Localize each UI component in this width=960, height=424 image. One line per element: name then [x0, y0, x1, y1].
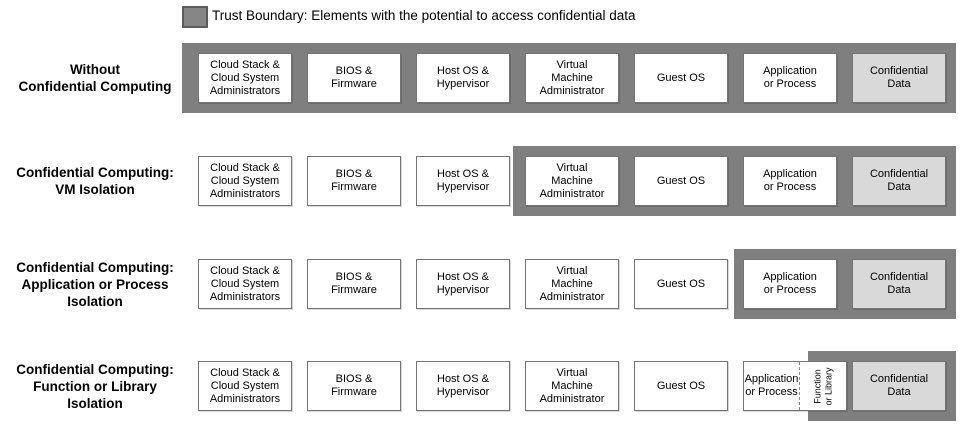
trust-boundary-swatch-icon: [182, 6, 208, 28]
row2-label: Confidential Computing: VM Isolation: [16, 165, 174, 197]
box-app-process-with-function-library: Application or Process Function or Libra…: [743, 361, 847, 411]
box-cloud-admins: Cloud Stack & Cloud System Administrator…: [198, 156, 292, 206]
box-cloud-admins: Cloud Stack & Cloud System Administrator…: [198, 361, 292, 411]
box-app-process: Application or Process: [744, 373, 799, 398]
box-vm-admin: Virtual Machine Administrator: [525, 361, 619, 411]
row4-label: Confidential Computing: Function or Libr…: [16, 361, 174, 411]
box-cloud-admins: Cloud Stack & Cloud System Administrator…: [198, 259, 292, 309]
box-confidential-data: Confidential Data: [852, 53, 946, 103]
box-bios-firmware: BIOS & Firmware: [307, 156, 401, 206]
box-vm-admin: Virtual Machine Administrator: [525, 156, 619, 206]
box-function-library: Function or Library: [799, 362, 846, 410]
box-host-os: Host OS & Hypervisor: [416, 361, 510, 411]
box-host-os: Host OS & Hypervisor: [416, 259, 510, 309]
box-app-process: Application or Process: [743, 156, 837, 206]
box-confidential-data: Confidential Data: [852, 259, 946, 309]
box-bios-firmware: BIOS & Firmware: [307, 53, 401, 103]
box-vm-admin: Virtual Machine Administrator: [525, 259, 619, 309]
box-guest-os: Guest OS: [634, 53, 728, 103]
box-cloud-admins: Cloud Stack & Cloud System Administrator…: [198, 53, 292, 103]
box-confidential-data: Confidential Data: [852, 156, 946, 206]
box-app-process: Application or Process: [743, 259, 837, 309]
box-host-os: Host OS & Hypervisor: [416, 156, 510, 206]
box-confidential-data: Confidential Data: [852, 361, 946, 411]
box-guest-os: Guest OS: [634, 361, 728, 411]
box-guest-os: Guest OS: [634, 156, 728, 206]
row3-label: Confidential Computing: Application or P…: [16, 259, 174, 309]
box-guest-os: Guest OS: [634, 259, 728, 309]
box-bios-firmware: BIOS & Firmware: [307, 361, 401, 411]
box-host-os: Host OS & Hypervisor: [416, 53, 510, 103]
legend-label: Trust Boundary: Elements with the potent…: [212, 8, 636, 23]
box-app-process: Application or Process: [743, 53, 837, 103]
row1-label: Without Confidential Computing: [18, 62, 172, 94]
function-library-label: Function or Library: [812, 367, 834, 406]
box-bios-firmware: BIOS & Firmware: [307, 259, 401, 309]
box-vm-admin: Virtual Machine Administrator: [525, 53, 619, 103]
